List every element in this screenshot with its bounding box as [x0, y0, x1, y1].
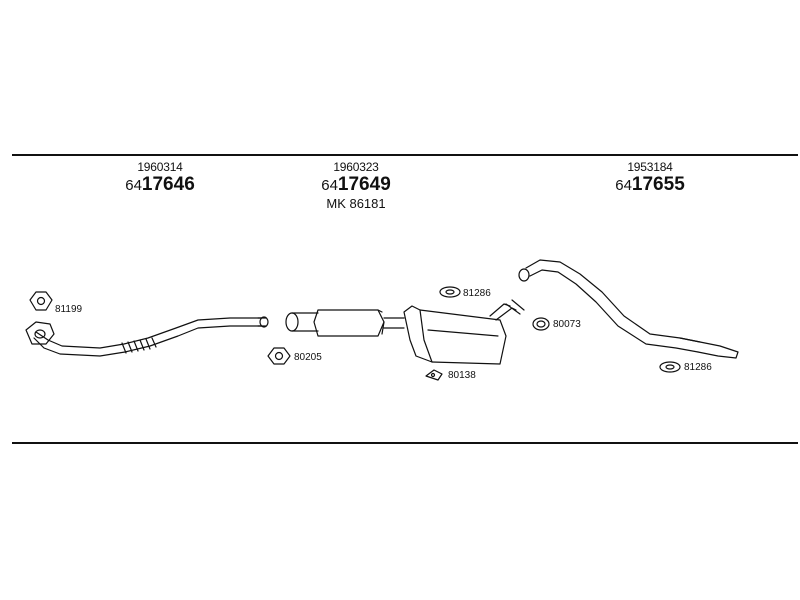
callout-gasket-rear[interactable]: 80073	[553, 319, 581, 330]
part-number-front-pipe[interactable]: 6417646	[100, 174, 220, 196]
part-prefix: 64	[125, 177, 142, 194]
hanger-middle-icon[interactable]	[439, 286, 461, 298]
part-code: 17655	[631, 174, 685, 195]
rear-box-drawing[interactable]	[403, 299, 525, 365]
part-prefix: 64	[615, 177, 632, 194]
rear-pipe-drawing[interactable]	[518, 259, 739, 359]
oe-number-middle-silencer: 1960323	[333, 160, 379, 174]
oe-number-rear-pipe: 1953184	[627, 160, 673, 174]
gasket-rear-icon[interactable]	[532, 317, 550, 331]
callout-gasket-mid[interactable]: 80205	[294, 352, 322, 363]
part-prefix: 64	[321, 177, 338, 194]
bracket-icon[interactable]	[425, 369, 443, 381]
callout-gasket-front[interactable]: 81199	[55, 304, 83, 315]
part-number-rear-pipe[interactable]: 6417655	[590, 174, 710, 196]
part-code: 17649	[337, 174, 391, 195]
mounting-kit-number[interactable]: MK 86181	[326, 196, 386, 211]
callout-hanger-rear[interactable]: 81286	[684, 362, 712, 373]
middle-silencer-drawing[interactable]	[285, 309, 405, 337]
hanger-rear-icon[interactable]	[659, 361, 681, 373]
gasket-front-icon[interactable]	[29, 291, 53, 311]
part-number-middle-silencer[interactable]: 6417649	[296, 174, 416, 196]
oe-number-front-pipe: 1960314	[137, 160, 183, 174]
part-code: 17646	[141, 174, 195, 195]
callout-hanger-middle[interactable]: 81286	[463, 288, 491, 299]
top-divider	[12, 154, 798, 156]
front-pipe-drawing[interactable]	[25, 316, 269, 357]
callout-bracket[interactable]: 80138	[448, 370, 476, 381]
gasket-mid-icon[interactable]	[267, 347, 291, 365]
bottom-divider	[12, 442, 798, 444]
